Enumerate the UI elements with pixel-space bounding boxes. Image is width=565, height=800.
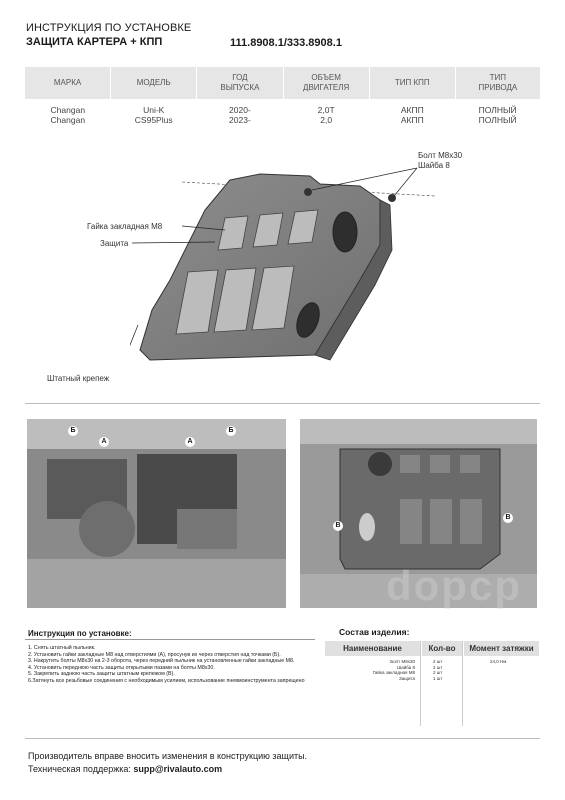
- marker-b: Б: [68, 426, 78, 436]
- marker-b: Б: [226, 426, 236, 436]
- label-bolt: Болт М8х30: [418, 151, 463, 160]
- top-ribs: [217, 209, 319, 251]
- label-guard: Защита: [100, 239, 129, 248]
- doc-title-line1: ИНСТРУКЦИЯ ПО УСТАНОВКЕ: [26, 22, 192, 34]
- composition-title: Состав изделия:: [339, 627, 410, 637]
- cell-drive: ПОЛНЫЙ: [478, 105, 517, 115]
- composition-header-torque: Момент затяжки: [464, 641, 539, 656]
- photo-before-install: [27, 419, 286, 608]
- table-row: Changan Uni-K 2020- 2,0T АКПП ПОЛНЫЙ: [25, 99, 540, 115]
- article-number: 111.8908.1/333.8908.1: [230, 37, 342, 49]
- composition-item-torque: 24,0 Нм: [490, 659, 507, 664]
- column-divider: [462, 641, 463, 726]
- col-make: МАРКА: [25, 67, 112, 99]
- label-washer: Шайба 8: [418, 161, 450, 170]
- table-row: Changan CS95Plus 2023- 2,0 АКПП ПОЛНЫЙ: [25, 115, 540, 125]
- composition-header-name: Наименование: [325, 641, 420, 656]
- guard-diagram: [130, 167, 436, 361]
- footer-divider: [25, 738, 540, 739]
- instruction-step: 1. Снять штатный пыльник.: [28, 645, 96, 651]
- drain-hatch-top: [332, 211, 358, 253]
- col-gearbox: ТИП КПП: [369, 67, 456, 99]
- marker-v: В: [333, 521, 343, 531]
- instructions-box: [25, 639, 315, 725]
- label-nut: Гайка закладная М8: [87, 222, 163, 231]
- section-divider: [25, 403, 540, 404]
- support-email-link[interactable]: supp@rivalauto.com: [133, 764, 223, 774]
- label-fastener: Штатный крепеж: [47, 374, 110, 383]
- cell-engine: 2,0: [320, 115, 333, 125]
- doc-title-line2: ЗАЩИТА КАРТЕРА + КПП: [26, 36, 163, 48]
- footer-notice: Производитель вправе вносить изменения в…: [28, 751, 308, 761]
- photo-after-install: [300, 419, 537, 608]
- cell-year: 2020-: [229, 105, 251, 115]
- instructions-steps: 1. Снять штатный пыльник. 2. Установить …: [28, 645, 313, 684]
- instructions-title: Инструкция по установке:: [28, 629, 132, 638]
- instruction-step: 4. Установить переднюю часть защиты откр…: [28, 664, 215, 671]
- composition-item-name: Болт М8х30 Шайба 8 Гайка закладная М8 За…: [372, 659, 415, 681]
- cell-model: CS95Plus: [134, 115, 173, 125]
- cell-make: Changan: [50, 105, 86, 115]
- cell-engine: 2,0T: [317, 105, 335, 115]
- instruction-step: 3. Накрутить болты М8х30 на 2-3 оборота,…: [28, 658, 295, 664]
- cell-drive: ПОЛНЫЙ: [478, 115, 517, 125]
- instruction-step: 2. Установить гайки закладные М8 над отв…: [28, 651, 281, 658]
- cell-gearbox: АКПП: [400, 115, 424, 125]
- guard-side-wall: [314, 199, 393, 361]
- bolt-icon: [304, 188, 312, 196]
- instruction-step: 5. Закрепить заднюю часть защиты штатным…: [28, 671, 175, 677]
- cell-gearbox: АКПП: [400, 105, 424, 115]
- marker-a: A: [99, 437, 109, 447]
- drain-hatch-bottom: [296, 302, 320, 338]
- composition-item-qty: 2 шт 2 шт 2 шт 1 шт: [433, 659, 443, 681]
- watermark: dopcp: [386, 562, 522, 609]
- bottom-ribs: [175, 265, 295, 335]
- instruction-step: 6.Затянуть все резьбовые соединения с не…: [28, 677, 305, 684]
- leader-lines: [130, 167, 418, 346]
- col-model: МОДЕЛЬ: [110, 67, 198, 99]
- marker-a: A: [185, 437, 195, 447]
- cell-model: Uni-K: [143, 105, 165, 115]
- cell-year: 2023-: [229, 115, 251, 125]
- marker-v: В: [503, 513, 513, 523]
- footer-support: Техническая поддержка: supp@rivalauto.co…: [28, 764, 223, 774]
- cell-make: Changan: [50, 115, 86, 125]
- composition-header-qty: Кол-во: [422, 641, 462, 656]
- column-divider: [420, 641, 421, 726]
